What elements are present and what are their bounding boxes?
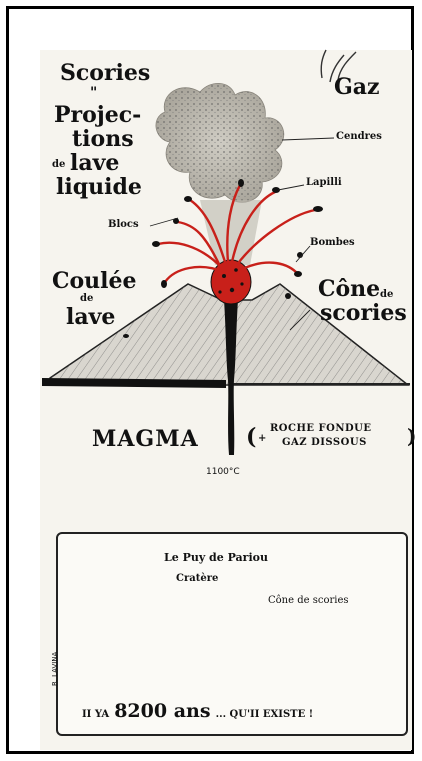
label-gaz: Gaz (334, 76, 380, 98)
magma-paren-close: ) (407, 426, 416, 446)
label-cone: Cône (318, 278, 380, 300)
label-tions: tions (72, 128, 134, 150)
magma-paren-open: ( (246, 426, 256, 448)
label-roche-fondue: ROCHE FONDUE (270, 424, 372, 434)
label-gaz-dissous: GAZ DISSOUS (282, 438, 367, 448)
label-temperature: 1100°C (206, 468, 240, 477)
inset-label-cone-scories: Cône de scories (268, 596, 349, 606)
caption-pre: II YA (82, 709, 109, 720)
magma-plus: + (258, 434, 266, 444)
label-cone-de: de (380, 290, 393, 300)
label-cendres: Cendres (336, 132, 382, 142)
label-lapilli: Lapilli (306, 178, 342, 188)
artist-signature: R. LAVINA (52, 652, 59, 686)
label-blocs: Blocs (108, 220, 139, 230)
label-liquide: liquide (56, 176, 142, 198)
caption-post: ... QU'II EXISTE ! (216, 709, 313, 720)
label-scories: Scories (60, 62, 150, 84)
label-magma: MAGMA (92, 428, 199, 450)
caption-number: 8200 ans (114, 700, 210, 722)
label-coulee-de: de (80, 294, 93, 304)
label-de-lave: de (52, 160, 65, 170)
label-lave: lave (70, 152, 119, 174)
label-projec: Projec- (54, 104, 141, 126)
inset-label-cratere: Cratère (176, 574, 218, 584)
inset-caption: II YA 8200 ans ... QU'II EXISTE ! (82, 702, 313, 721)
label-coulee-lave: lave (66, 306, 115, 328)
label-cone-scories: scories (320, 302, 407, 324)
label-bombes: Bombes (310, 238, 355, 248)
inset-title: Le Puy de Pariou (164, 552, 268, 563)
label-ditto: " (90, 86, 97, 100)
label-coulee: Coulée (52, 270, 137, 292)
